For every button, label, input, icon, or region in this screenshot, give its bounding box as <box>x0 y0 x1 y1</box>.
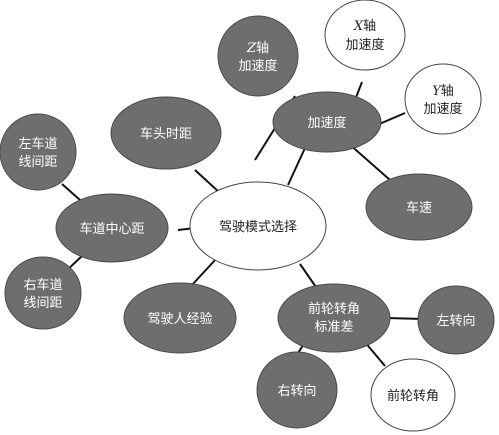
svg-text:Y轴: Y轴 <box>432 84 454 99</box>
svg-text:Z轴: Z轴 <box>246 41 269 56</box>
node-x-acceleration: X轴 加速度 <box>324 0 406 71</box>
svg-text:前轮转角: 前轮转角 <box>308 301 360 317</box>
svg-text:X轴: X轴 <box>353 19 376 34</box>
node-y-acceleration: Y轴 加速度 <box>404 63 482 135</box>
svg-text:前轮转角: 前轮转角 <box>387 388 439 404</box>
svg-text:线间距: 线间距 <box>18 155 57 170</box>
svg-text:加速度: 加速度 <box>423 101 462 117</box>
svg-text:右车道: 右车道 <box>23 277 62 293</box>
edge-lane-left <box>61 183 81 201</box>
svg-text:驾驶人经验: 驾驶人经验 <box>147 311 212 327</box>
svg-text:标准差: 标准差 <box>314 320 353 335</box>
node-acceleration: 加速度 <box>272 91 382 153</box>
svg-text:车头时距: 车头时距 <box>140 126 192 142</box>
node-right-lane-spacing: 右车道 线间距 <box>4 256 82 330</box>
node-driver-experience: 驾驶人经验 <box>123 282 237 354</box>
node-wheel-angle: 前轮转角 <box>370 358 456 432</box>
edge-accel-speed <box>347 142 391 181</box>
edge-center-accel <box>287 147 306 186</box>
svg-text:加速度: 加速度 <box>345 37 384 53</box>
svg-text:左车道: 左车道 <box>18 136 57 152</box>
svg-text:加速度: 加速度 <box>307 115 346 131</box>
node-right-turn: 右转向 <box>256 351 338 429</box>
svg-text:车速: 车速 <box>406 200 432 216</box>
svg-text:左转向: 左转向 <box>436 313 475 329</box>
svg-text:右转向: 右转向 <box>277 383 316 399</box>
svg-text:线间距: 线间距 <box>23 296 62 311</box>
node-z-acceleration: Z轴 加速度 <box>217 15 299 97</box>
node-wheel-angle-std: 前轮转角 标准差 <box>277 283 391 353</box>
node-lane-center-distance: 车道中心距 <box>55 193 169 263</box>
svg-text:加速度: 加速度 <box>238 58 277 74</box>
edge-center-driver <box>191 258 217 286</box>
edge-accel-y <box>376 112 406 126</box>
node-headway: 车头时距 <box>110 96 222 170</box>
node-vehicle-speed: 车速 <box>365 173 473 241</box>
node-driving-mode-selection: 驾驶模式选择 <box>189 181 327 271</box>
svg-text:车道中心距: 车道中心距 <box>79 221 144 237</box>
svg-text:驾驶模式选择: 驾驶模式选择 <box>219 220 297 235</box>
node-left-lane-spacing: 左车道 线间距 <box>0 113 77 191</box>
node-left-turn: 左转向 <box>417 285 495 355</box>
edge-center-headway <box>194 169 221 194</box>
